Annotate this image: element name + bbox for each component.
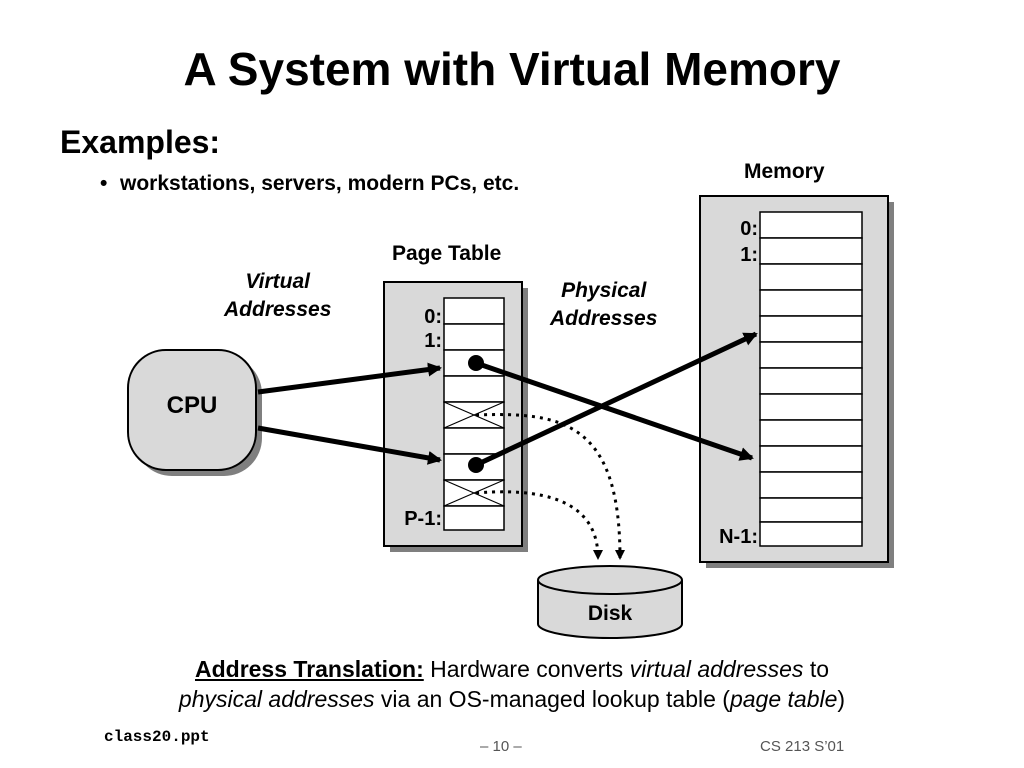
disk-label: Disk [587,602,633,625]
examples-heading: Examples: [60,124,221,160]
pte-dot-2 [468,457,484,473]
physical-addresses-label: Physical Addresses [550,279,658,330]
disk-entry-crosses [443,401,505,507]
virtual-addresses-label: Virtual Addresses [224,270,332,321]
bullet-text: workstations, servers, modern PCs, etc. [120,172,520,195]
page-table-row-0-label: 0: [424,306,442,328]
memory-last-row-label: N-1: [719,526,758,548]
page-table-last-row-label: P-1: [404,508,442,530]
slide-title: A System with Virtual Memory [183,43,841,95]
disk-shape [537,565,683,639]
address-translation-caption: Address Translation: Hardware converts v… [178,656,846,712]
footer-filename: class20.ppt [104,728,210,746]
pte-dot-1 [468,355,484,371]
memory-row-0-label: 0: [740,218,758,240]
page-table-label: Page Table [392,242,502,265]
bullet-dot-icon: • [100,172,108,195]
footer-course: CS 213 S’01 [760,738,845,755]
bullet-item: • workstations, servers, modern PCs, etc. [100,172,519,196]
memory-label: Memory [744,160,825,183]
cpu-box [127,349,257,471]
caption-term: Address Translation: [194,656,424,682]
cpu-label: CPU [166,392,218,419]
physical-address-arrow-2 [474,331,758,468]
physical-address-arrow-1 [475,360,754,461]
virtual-address-arrow-1 [257,362,442,395]
memory-row-1-label: 1: [740,244,758,266]
page-table-row-1-label: 1: [424,330,442,352]
virtual-address-arrow-2 [257,425,442,465]
footer-page-number: – 10 – [480,738,522,755]
memory-cells [759,211,863,547]
